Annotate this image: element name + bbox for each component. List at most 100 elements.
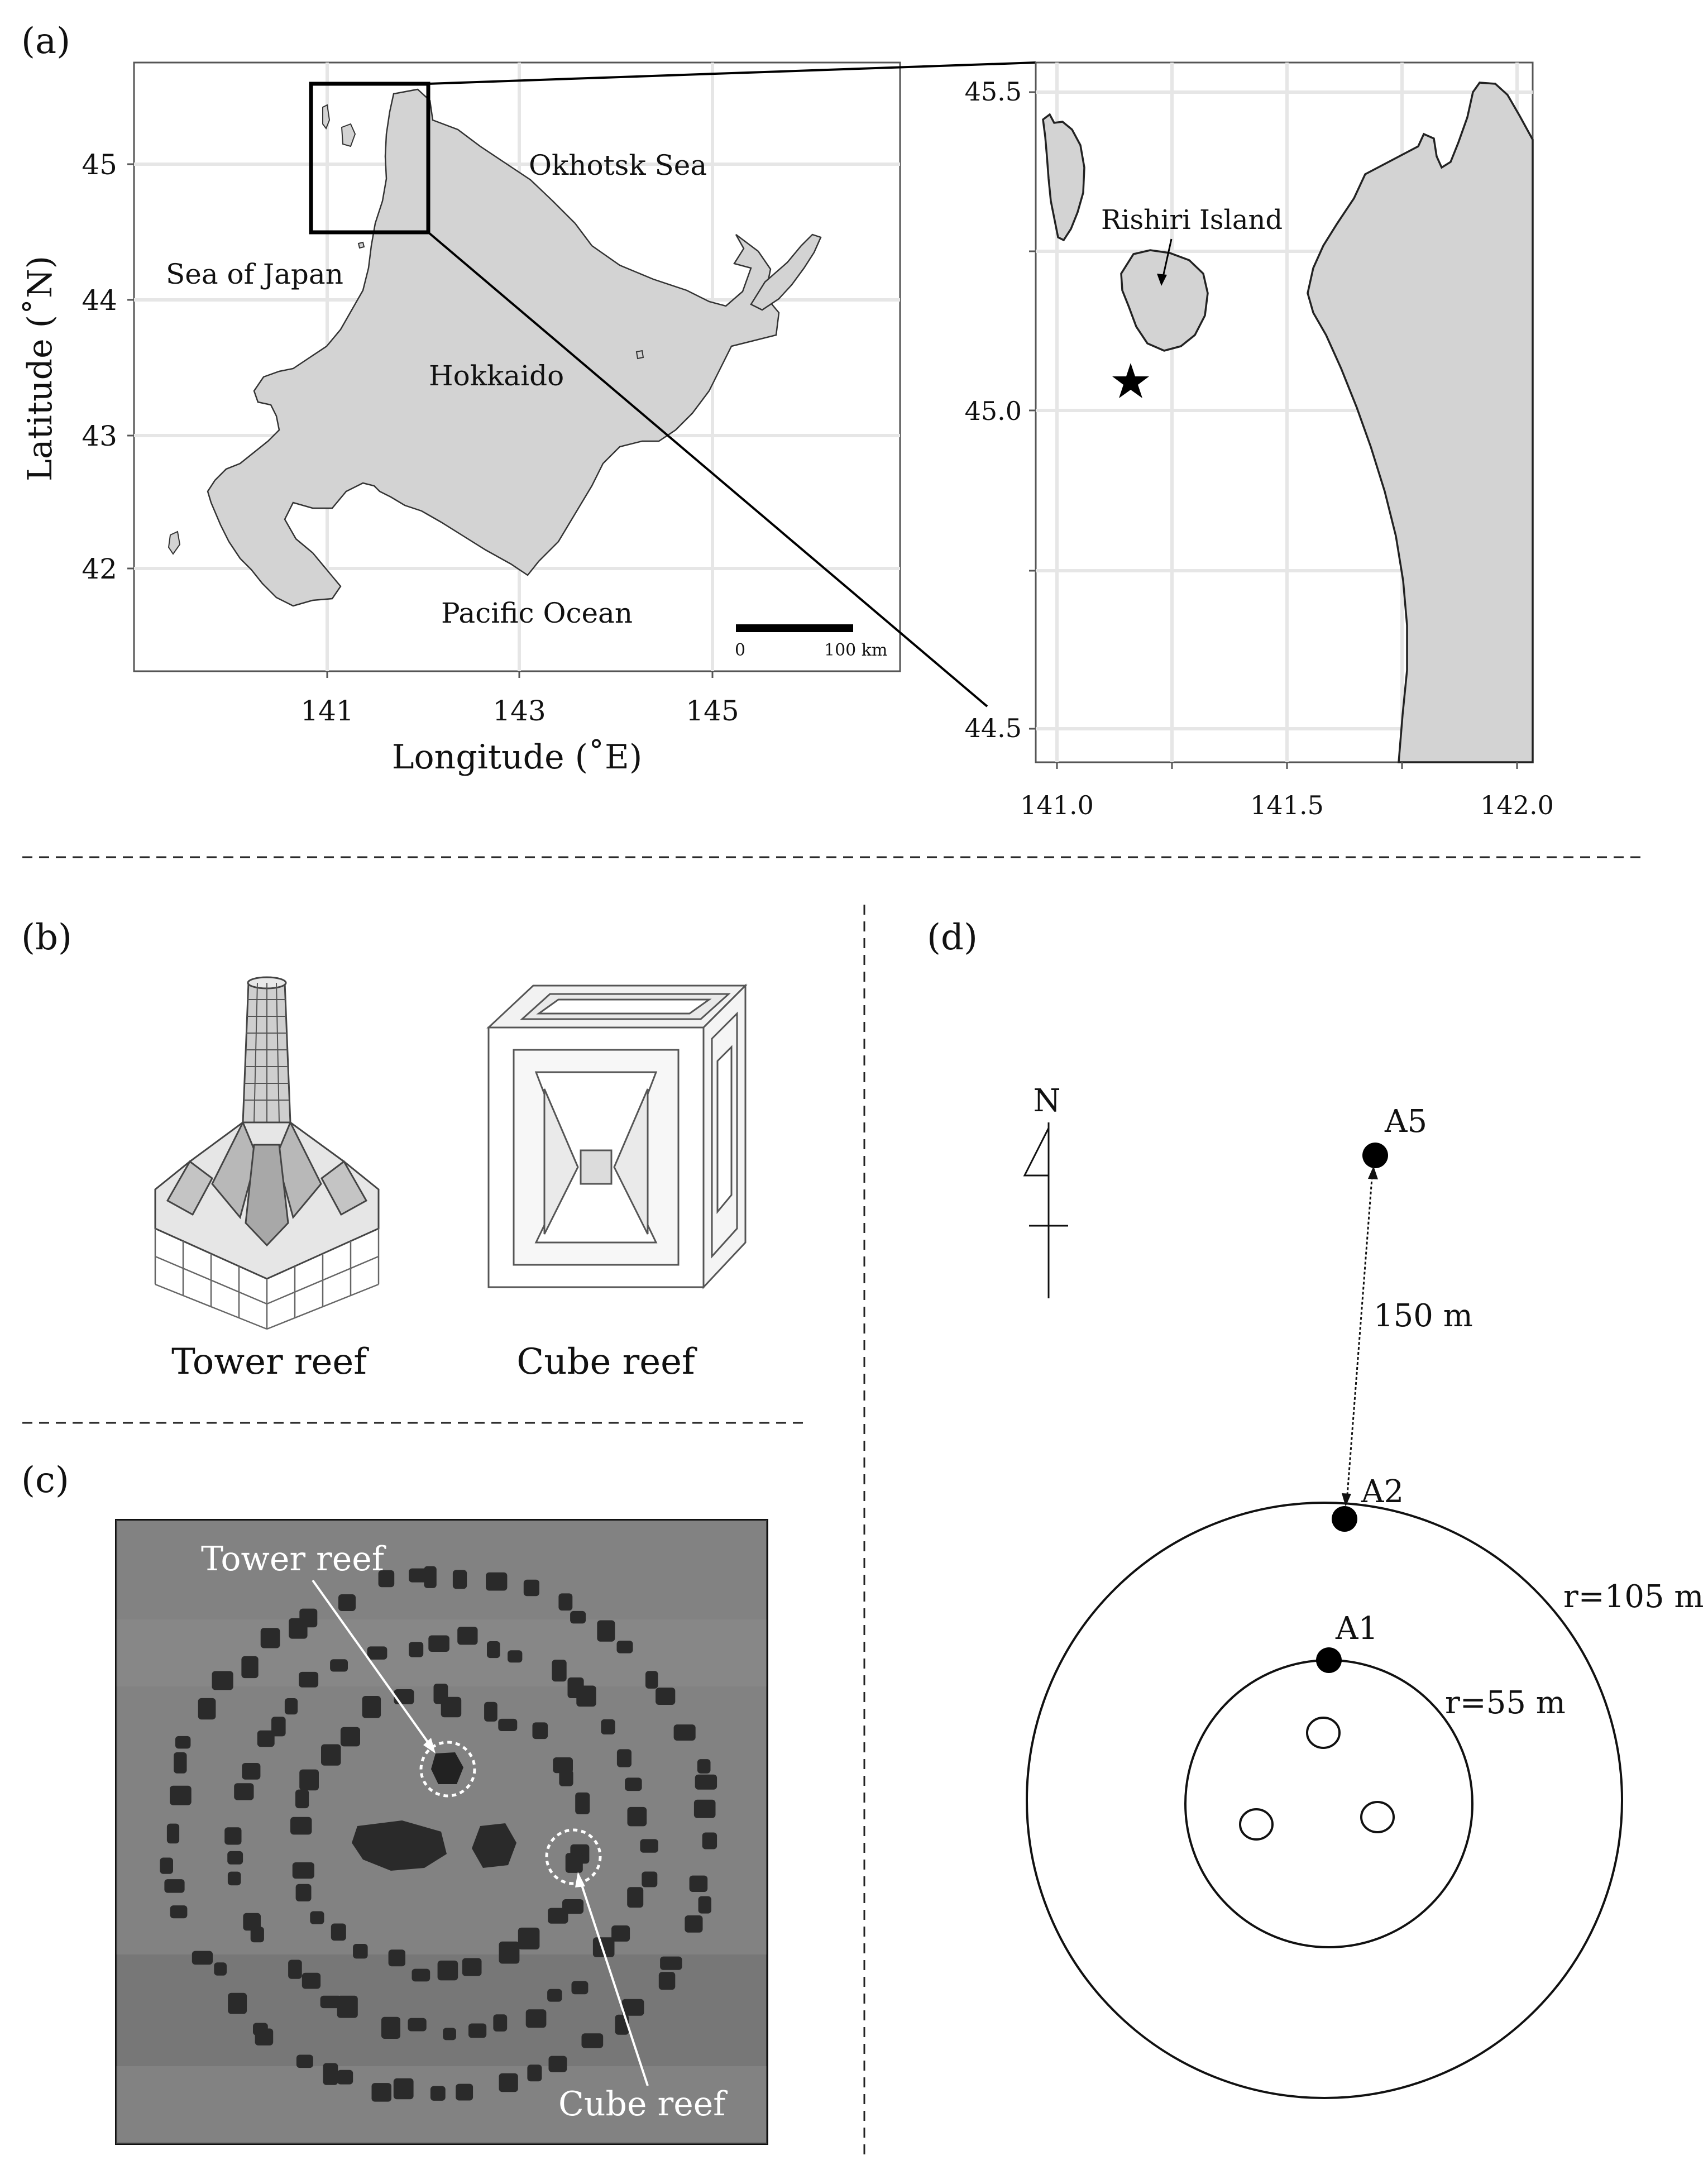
sonar-reef-blob xyxy=(299,1769,319,1791)
hokkaido-landmass xyxy=(207,88,780,607)
sonar-reef-blob xyxy=(499,2073,518,2092)
sonar-reef-blob xyxy=(175,1736,191,1749)
pacific-label: Pacific Ocean xyxy=(441,597,633,629)
scale-bar-start: 0 xyxy=(735,641,745,660)
sonar-reef-blob xyxy=(353,1944,368,1959)
sonar-reef-blob xyxy=(323,2063,338,2085)
sonar-reef-blob xyxy=(160,1857,173,1874)
sonar-reef-blob xyxy=(212,1671,233,1690)
inset-connector-top xyxy=(428,61,1036,85)
teuri-small xyxy=(357,241,365,249)
panel-d: (d) N A5 A2 A1 150 m r=105 m r=55 m xyxy=(927,917,1704,2099)
sonar-reef-blob xyxy=(408,2018,427,2032)
sonar-reef-blob xyxy=(284,1698,298,1715)
sonar-reef-blob xyxy=(412,1968,430,1982)
sonar-reef-blob xyxy=(174,1752,187,1774)
main-map-xlabel: Longitude (˚E) xyxy=(392,738,643,777)
north-label: N xyxy=(1034,1083,1061,1119)
sonar-reef-blob xyxy=(388,1949,405,1967)
sonar-reef-blob xyxy=(658,1972,676,1990)
distance-arrowhead-top xyxy=(1368,1166,1378,1179)
sonar-reef-blob xyxy=(228,1992,247,2014)
inset-xtick-label: 141.5 xyxy=(1250,790,1324,820)
main-map-ytick-label: 42 xyxy=(82,553,117,585)
distance-label: 150 m xyxy=(1374,1298,1473,1334)
distance-line xyxy=(1346,1171,1374,1503)
sonar-reef-blob xyxy=(693,1799,716,1818)
sonar-reef-blob xyxy=(214,1962,227,1976)
sonar-reef-blob xyxy=(381,2016,400,2039)
sonar-reef-blob xyxy=(234,1783,254,1800)
sonar-reef-blob xyxy=(468,2023,487,2038)
sonar-reef-blob xyxy=(320,1995,342,2009)
sonar-reef-blob xyxy=(499,1941,520,1964)
sonar-reef-blob xyxy=(295,1884,312,1901)
sonar-reef-blob xyxy=(166,1823,180,1844)
reef-site-circle xyxy=(1306,1717,1341,1749)
outer-circle xyxy=(1026,1502,1623,2099)
tower-reef-caption: Tower reef xyxy=(171,1341,369,1383)
sonar-reef-blob xyxy=(581,2033,604,2048)
sonar-reef-blob xyxy=(299,1671,319,1688)
rishiri-arrowhead xyxy=(1157,274,1167,286)
sonar-reef-blob xyxy=(484,1702,497,1722)
inset-mainland xyxy=(1307,82,1534,763)
tower-reef-drawing xyxy=(154,976,380,1330)
sonar-reef-blob xyxy=(260,1628,280,1648)
sonar-reef-blob xyxy=(452,1570,467,1589)
sonar-reef-blob xyxy=(337,1995,358,2018)
sonar-reef-blob xyxy=(456,2083,473,2101)
sonar-reef-blob xyxy=(601,1719,615,1734)
sonar-reef-blob xyxy=(486,1572,508,1591)
inset-x-ticks xyxy=(1056,762,1518,769)
sonar-reef-blob xyxy=(242,1763,261,1780)
inset-y-ticks xyxy=(1029,91,1036,730)
cube-reef-drawing xyxy=(486,983,748,1289)
inset-xtick-label: 141.0 xyxy=(1020,790,1094,820)
sonar-reef-blob xyxy=(198,1698,216,1720)
tower-reef-marker xyxy=(419,1741,476,1798)
sonar-reef-blob xyxy=(409,1568,428,1583)
sonar-reef-blob xyxy=(295,1789,309,1809)
panel-c-label: (c) xyxy=(21,1460,69,1501)
okhotsk-label: Okhotsk Sea xyxy=(529,149,707,181)
main-map-xtick-label: 141 xyxy=(300,695,353,727)
panel-a-label: (a) xyxy=(21,21,70,62)
sonar-reef-blob xyxy=(227,1871,241,1886)
sonar-reef-blob xyxy=(170,1785,192,1805)
tower-reef-blob xyxy=(431,1752,463,1784)
sonar-reef-blob xyxy=(288,1960,302,1979)
sonar-reef-blob xyxy=(695,1774,717,1790)
rebun-small xyxy=(322,104,331,130)
point-a1-label: A1 xyxy=(1335,1610,1378,1647)
sonar-reef-blob xyxy=(462,1958,482,1976)
panel-b: (b) xyxy=(21,917,748,1383)
sonar-dark-patch xyxy=(352,1820,447,1871)
main-map: Okhotsk Sea Sea of Japan Hokkaido Pacifi… xyxy=(21,61,901,777)
sonar-reef-blob xyxy=(689,1875,708,1892)
outer-radius-label: r=105 m xyxy=(1563,1579,1704,1615)
sonar-reef-blob xyxy=(393,2078,414,2100)
point-a5-label: A5 xyxy=(1384,1103,1427,1140)
rishiri-island-label: Rishiri Island xyxy=(1101,204,1283,236)
point-a5 xyxy=(1362,1143,1388,1168)
sonar-reef-blob xyxy=(330,1659,348,1672)
sonar-reef-blob xyxy=(292,1862,314,1879)
okushiri-small xyxy=(168,531,181,555)
sonar-dark-patch xyxy=(472,1823,516,1868)
sonar-reef-blob xyxy=(321,1744,341,1766)
main-map-xtick-label: 143 xyxy=(492,695,546,727)
tower-arrowhead xyxy=(423,1738,436,1753)
scale-bar: 0 100 km xyxy=(735,624,887,660)
rebun-island xyxy=(1042,113,1085,242)
sonar-reef-blob xyxy=(627,1887,644,1908)
sonar-reef-blob xyxy=(527,2064,542,2082)
reef-site-circle xyxy=(1360,1801,1395,1833)
rishiri-small xyxy=(341,123,356,147)
sonar-reef-blob xyxy=(611,1925,630,1942)
sonar-reef-blob xyxy=(525,2009,547,2028)
main-map-ytick-label: 44 xyxy=(82,284,117,317)
sonar-reef-blob xyxy=(371,2083,391,2102)
sonar-reef-blob xyxy=(547,1989,562,2002)
